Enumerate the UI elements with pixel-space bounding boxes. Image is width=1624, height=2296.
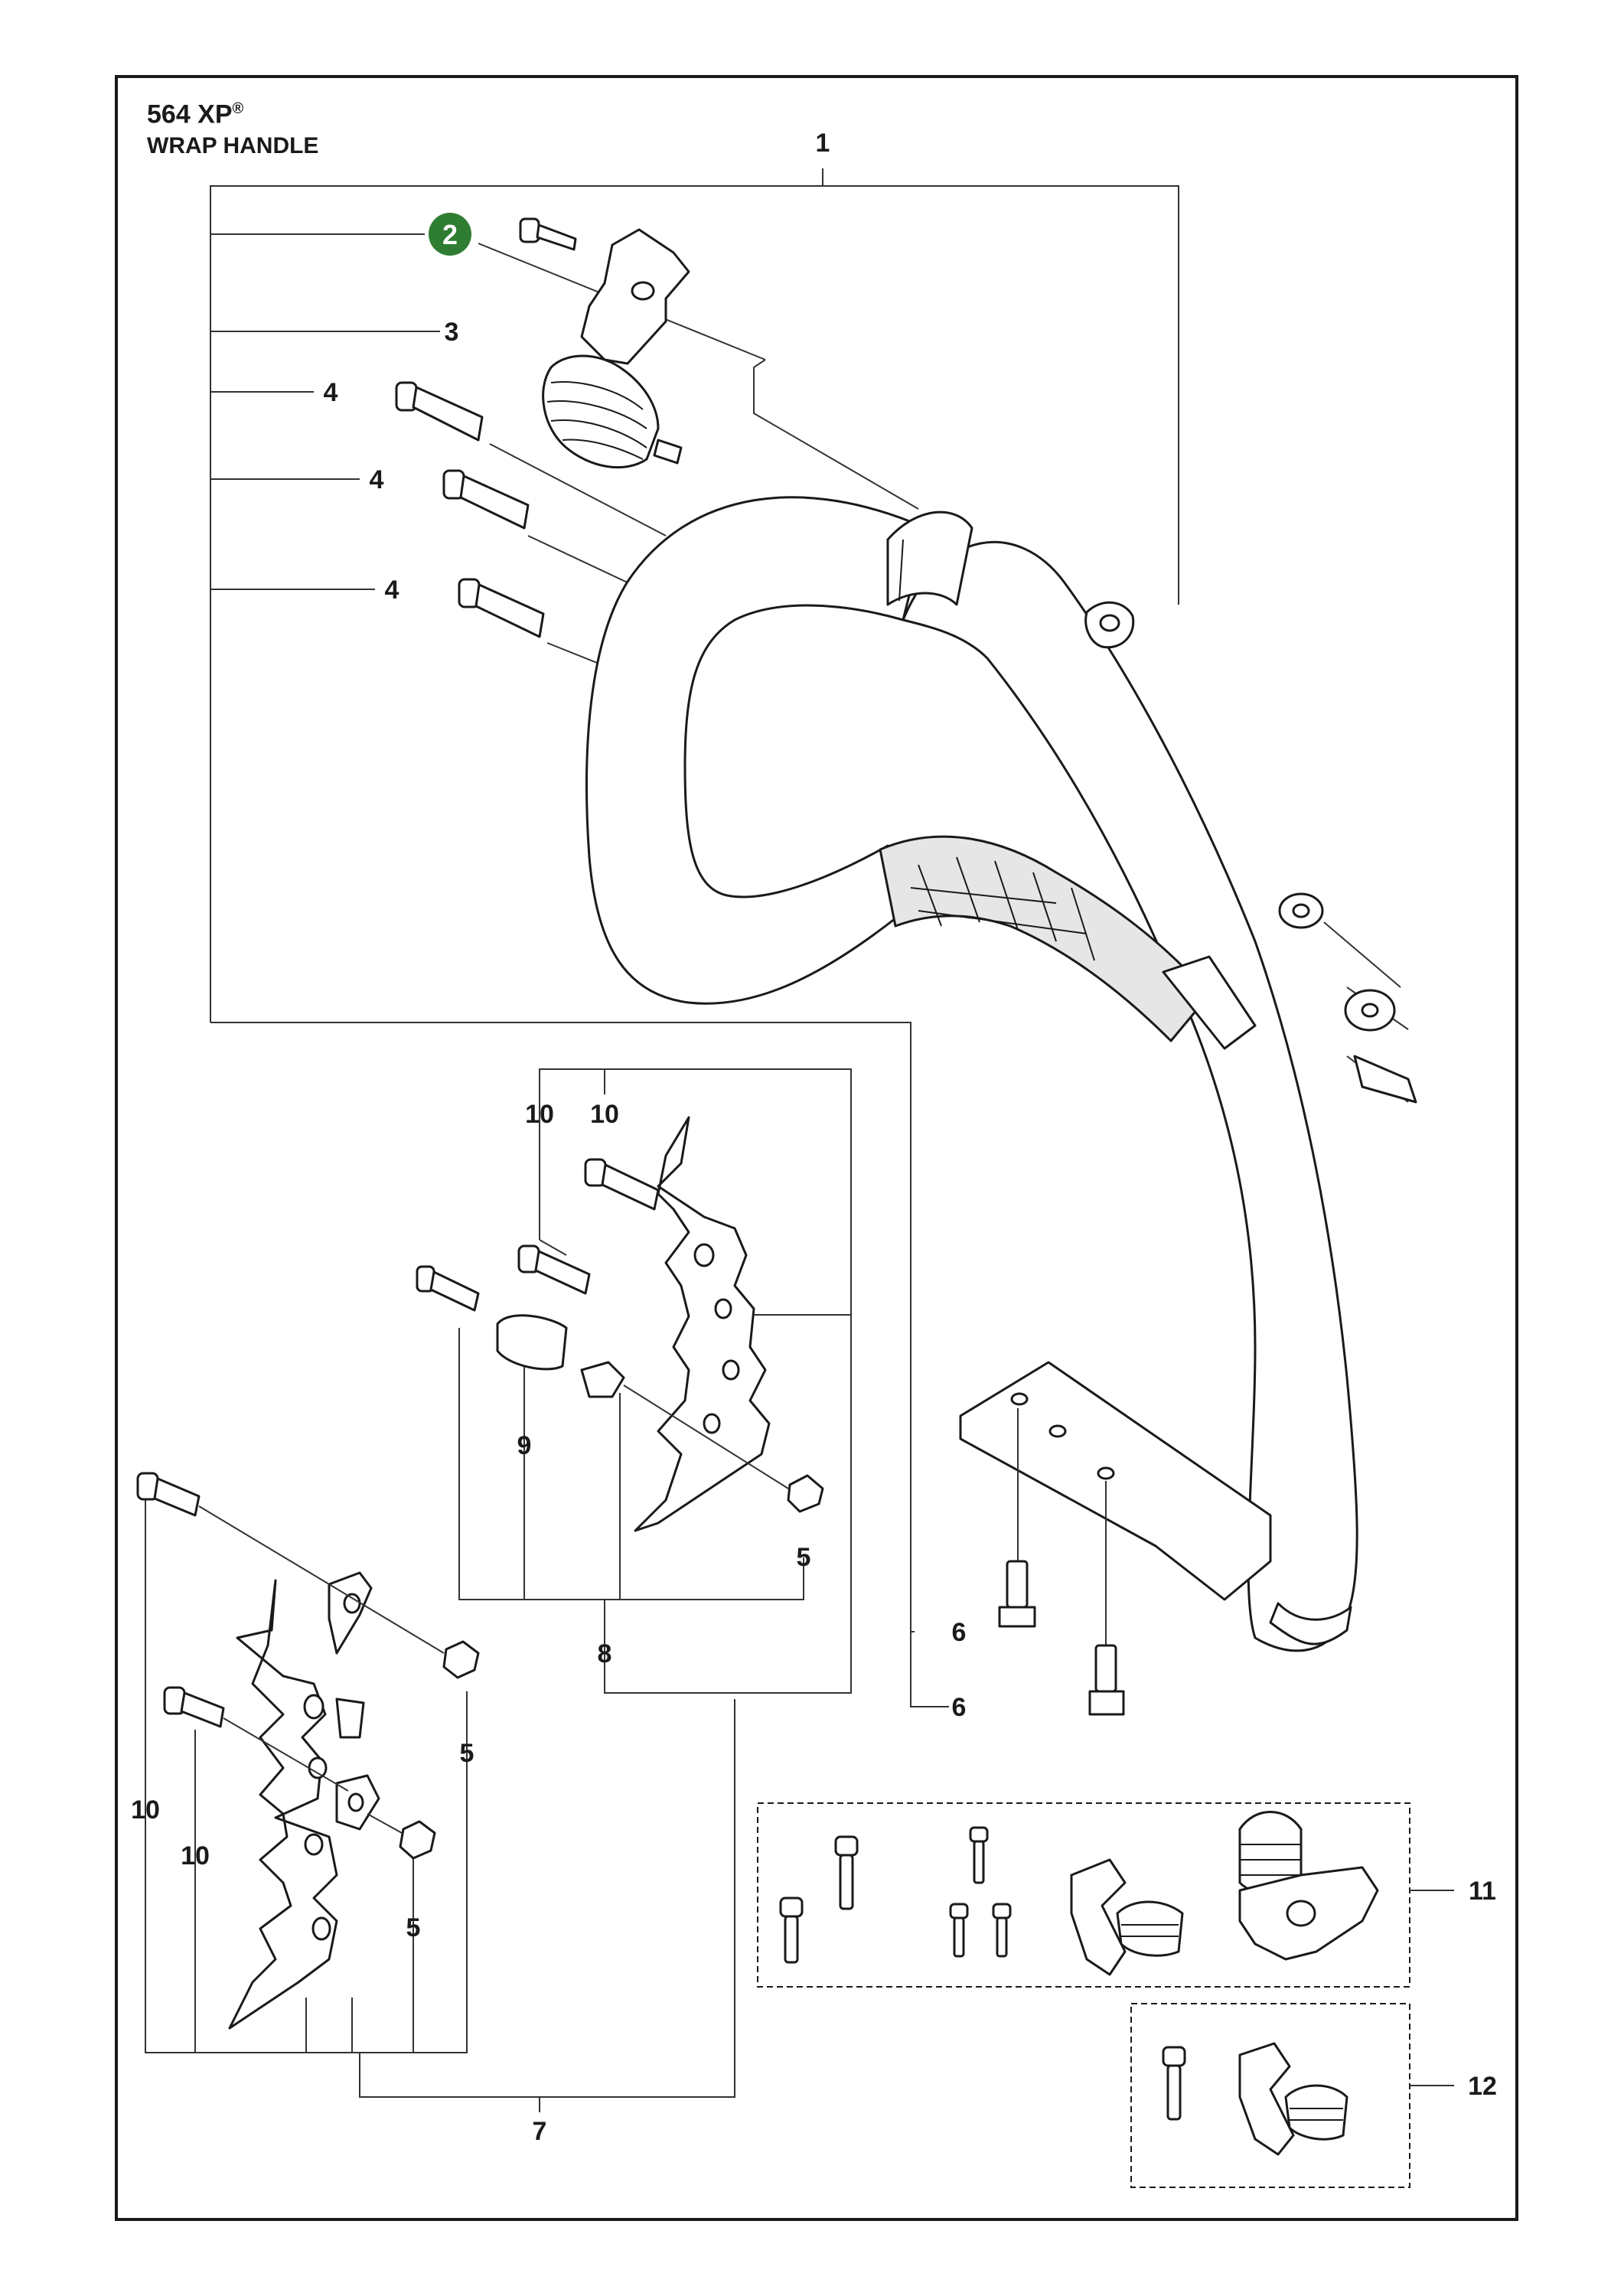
- wrap-handle: [585, 496, 1417, 1652]
- group-8-brackets: [458, 1068, 852, 1694]
- model-number: 564 XP: [147, 99, 233, 129]
- av-bracket-part-3: [542, 228, 690, 469]
- model-name: 564 XP®: [147, 92, 318, 131]
- bolt-part-4a: [395, 381, 484, 442]
- group-7-brackets: [145, 1485, 735, 2112]
- title-block: 564 XP® WRAP HANDLE: [147, 92, 318, 161]
- callout-8: 8: [598, 1639, 612, 1668]
- group-1-brackets: [210, 168, 1179, 1707]
- callout-11: 11: [1469, 1877, 1496, 1906]
- bolt-part-6b: [1088, 1481, 1125, 1716]
- spike-bumper-upper: [416, 1116, 824, 1532]
- callouts: 1 2 3 4 4 4 10 10 9 5 8 5 10 10 5 7 6 6 …: [131, 129, 1497, 2146]
- callout-6a: 6: [952, 1618, 967, 1647]
- callout-4a: 4: [324, 378, 338, 407]
- callout-10c: 10: [131, 1795, 160, 1825]
- kit-12-box: [1130, 2003, 1410, 2188]
- callout-4c: 4: [385, 576, 399, 605]
- callout-5b: 5: [460, 1739, 474, 1768]
- page-frame: [115, 75, 1518, 2221]
- callout-10b: 10: [590, 1100, 619, 1129]
- registered-mark: ®: [232, 100, 244, 117]
- bolt-part-2: [519, 217, 577, 251]
- callout-7: 7: [533, 2117, 547, 2146]
- callout-2-badge: [429, 213, 471, 256]
- spike-bumper-lower: [136, 1472, 480, 2030]
- kit-12: [1130, 2003, 1454, 2188]
- callout-1: 1: [816, 129, 830, 158]
- callout-9: 9: [517, 1431, 532, 1460]
- callout-5a: 5: [797, 1543, 811, 1572]
- kit-11: [757, 1802, 1454, 1988]
- callout-10a: 10: [525, 1100, 554, 1129]
- bolt-part-4b: [442, 469, 530, 530]
- callout-4b: 4: [370, 465, 384, 494]
- callout-5c: 5: [406, 1913, 421, 1942]
- bolt-part-6a: [998, 1408, 1036, 1628]
- mounting-plate: [959, 1361, 1272, 1601]
- callout-6b: 6: [952, 1693, 967, 1722]
- diagram-title: WRAP HANDLE: [147, 133, 319, 159]
- callout-3: 3: [445, 318, 459, 347]
- callout-2: 2: [442, 219, 458, 250]
- bolt-part-4c: [458, 578, 545, 638]
- callout-10d: 10: [181, 1841, 210, 1870]
- callout-12: 12: [1468, 2072, 1497, 2101]
